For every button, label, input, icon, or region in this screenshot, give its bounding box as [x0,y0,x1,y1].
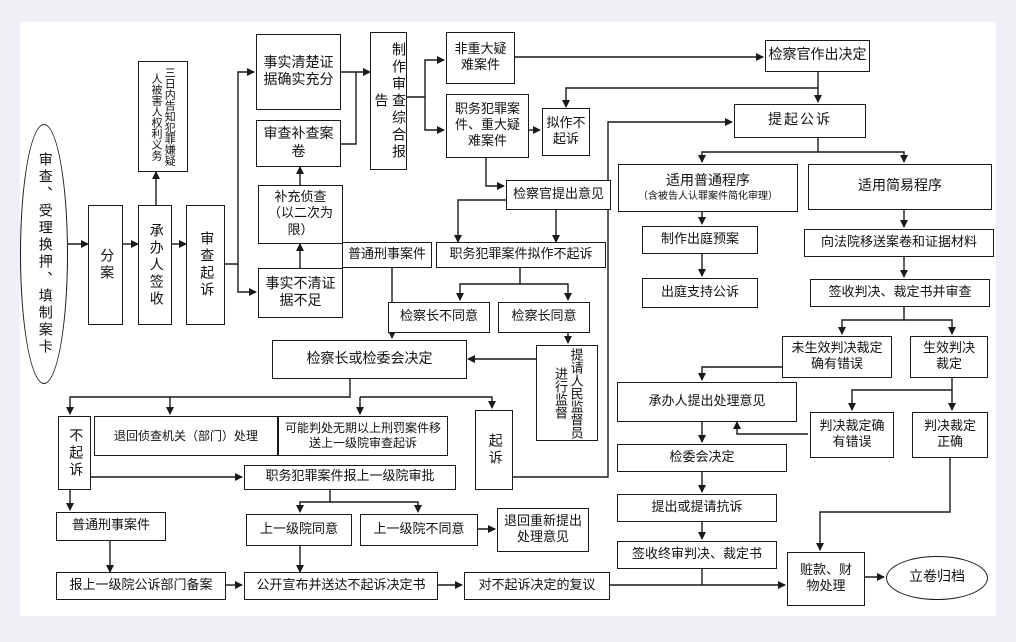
node-chengbanren-qianshou: 承办人签收 [138,205,172,325]
node-bao-beian: 报上一级院公诉部门备案 [56,572,226,600]
edge-41 [698,138,819,163]
node-zhiwu-bao-shangji: 职务犯罪案件报上一级院审批 [244,465,456,490]
node-tuihui-zhencha: 退回侦查机关（部门）处理 [94,416,278,456]
node-zangkuan-caiwu: 赃款、财物处理 [787,552,865,606]
edge-48 [904,319,956,335]
node-chuting-yuan: 制作出庭预案 [642,226,758,254]
node-putong-xingshi-1: 普通刑事案件 [342,242,432,268]
edge-50 [848,378,953,411]
edge-18 [454,199,510,243]
edge-40 [513,118,733,478]
node-shishi-qingchu: 事实清楚证据确实充分 [256,34,341,110]
node-chengbanren-yijian: 承办人提出处理意见 [617,382,797,422]
edge-11 [407,56,445,98]
node-tiqing-jiandu: 提请人民监督员进行监督 [536,345,598,441]
node-buchong-zhencha: 补充侦查（以二次为限） [258,185,343,244]
node-jcz-jueding: 检察长或检委会决定 [272,340,467,379]
node-chuting-zhichi: 出庭支持公诉 [642,278,758,308]
putong-chengxu-note: （含被告人认罪案件简化审理） [638,190,778,202]
node-panjue-cuowu: 判决裁定确有错误 [810,412,894,458]
node-tuihui-chongxin: 退回重新提出处理意见 [497,508,589,552]
edge-32 [296,490,331,513]
node-gongkai-xuanbu: 公开宣布并送达不起诉决定书 [244,572,438,600]
node-shencha-shouli: 审查、受理换押、填制案卡 [20,124,68,384]
node-zhizuo-baogao: 制作审查综合报告 [370,32,407,170]
node-panjue-zhengque: 判决裁定正确 [912,412,988,458]
node-shangji-tongyi: 上一级院同意 [246,514,352,546]
flowchart-panel: 审查、受理换押、填制案卡 分案 承办人签收 审查起诉 三日内告知犯罪嫌疑人被害人… [20,22,996,616]
edge-29 [360,396,496,409]
node-shengxiao-caiding: 生效判决裁定 [910,336,988,378]
node-jcz-tongyi: 检察长同意 [498,302,590,333]
edge-26 [66,379,351,415]
node-lijuan-guidang: 立卷归档 [886,556,988,600]
node-weishengxiao-cuowu: 未生效判决裁定确有错误 [782,336,892,378]
node-shencha-buchong: 审查补查案卷 [256,120,341,167]
node-tichu-kangsu: 提出或提请抗诉 [617,494,777,522]
edge-47 [838,307,905,335]
node-tiqi-gongsu: 提起公诉 [734,104,866,138]
node-fei-zhongda: 非重大疑难案件 [446,32,515,84]
node-jianchaguan-jueding: 检察官作出决定 [765,40,870,72]
edge-42 [818,151,908,163]
node-sanri-gaozhi: 三日内告知犯罪嫌疑人被害人权利义务 [138,61,188,172]
edge-52 [733,421,808,435]
node-shangji-butongyi: 上一级院不同意 [360,514,478,546]
edge-33 [330,501,422,513]
node-qisu: 起诉 [475,410,513,490]
node-jianyi-chengxu: 适用简易程序 [808,164,992,210]
node-putong-xingshi-2: 普通刑事案件 [56,512,166,541]
edge-57 [816,458,951,551]
node-qianshou-zhongshen: 签收终审判决、裁定书 [617,541,777,569]
edge-5 [225,68,255,265]
node-fuyi: 对不起诉决定的复议 [464,572,610,600]
putong-chengxu-label: 适用普通程序 [666,173,750,189]
node-putong-chengxu: 适用普通程序 （含被告人认罪案件简化审理） [618,164,798,212]
node-nizuo-buqisu: 拟作不起诉 [542,108,590,156]
edge-49 [698,366,782,381]
edge-6 [237,264,257,296]
edge-10 [341,72,357,145]
node-qianshou-shencha: 签收判决、裁定书并审查 [810,279,990,307]
node-shishi-buqing: 事实不清证据不足 [258,268,343,318]
node-jianweihui-jueding: 检委会决定 [617,444,787,472]
node-bu-qisu: 不起诉 [58,416,91,490]
node-fenan: 分案 [88,205,123,325]
node-yisong-juanzong: 向法院移送案卷和证据材料 [804,229,994,257]
node-jianchaguan-yijian: 检察官提出意见 [506,180,611,210]
node-jcz-butongyi: 检察长不同意 [388,302,490,333]
node-keneng-wuqi: 可能判处无期以上刑罚案件移送上一级院审查起诉 [278,416,448,456]
edge-17 [485,158,505,190]
edge-16 [562,87,818,108]
node-shencha-qisu: 审查起诉 [186,205,225,325]
node-zhiwu-zhongda: 职务犯罪案件、重大疑难案件 [446,94,529,158]
edge-20 [456,268,521,301]
edge-12 [424,97,445,134]
node-zhiwu-nibuqisu: 职务犯罪案件拟作不起诉 [436,242,606,268]
edge-21 [520,283,572,301]
